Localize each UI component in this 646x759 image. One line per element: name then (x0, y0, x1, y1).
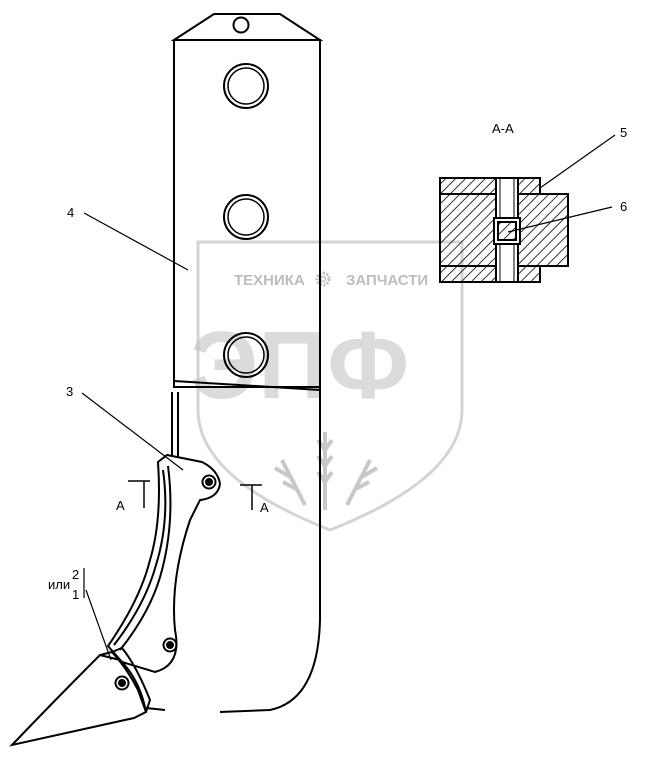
callout-5: 5 (620, 125, 627, 140)
leader-lines (81, 134, 616, 661)
guard-inner-edge (113, 469, 167, 646)
shank-hole-1 (223, 63, 269, 109)
callout-4: 4 (67, 205, 74, 220)
ripper-tip-part-1-2 (9, 646, 166, 747)
shank-part-4 (170, 13, 324, 713)
wheat-icon (273, 432, 379, 510)
tip-bolt (114, 675, 130, 691)
section-title: A-A (492, 121, 514, 136)
watermark-text-zapchasti: ЗАПЧАСТИ (346, 272, 428, 289)
guard-outer-edge (106, 453, 222, 674)
section-mark-left-label: A (116, 498, 125, 513)
callout-6: 6 (620, 199, 627, 214)
callout-ili: или (48, 577, 70, 592)
callout-2: 2 (72, 567, 79, 582)
gear-icon (315, 271, 331, 287)
callout-3: 3 (66, 384, 73, 399)
section-mark-right-label: A (260, 500, 269, 515)
guard-bolt-bottom (162, 637, 178, 653)
watermark-text-tehnika: ТЕХНИКА (234, 272, 305, 289)
guard-plate-part-3 (106, 453, 222, 674)
section-a-a: A-A (439, 121, 569, 283)
shank-top-cap (170, 13, 324, 41)
shank-hole-2 (223, 194, 269, 240)
callout-1: 1 (72, 587, 79, 602)
guard-bolt-top (201, 474, 217, 490)
watermark-big-text: ЭПФ (190, 312, 409, 419)
section-mark-right (240, 484, 262, 510)
section-mark-left (128, 480, 150, 508)
section-nut-part-6 (493, 217, 521, 245)
shank-top-hole (232, 16, 250, 34)
watermark-shield-outline (196, 240, 464, 532)
shank-break-line (173, 380, 321, 391)
shank-lower-body (177, 392, 321, 713)
shank-hole-3 (223, 332, 269, 378)
